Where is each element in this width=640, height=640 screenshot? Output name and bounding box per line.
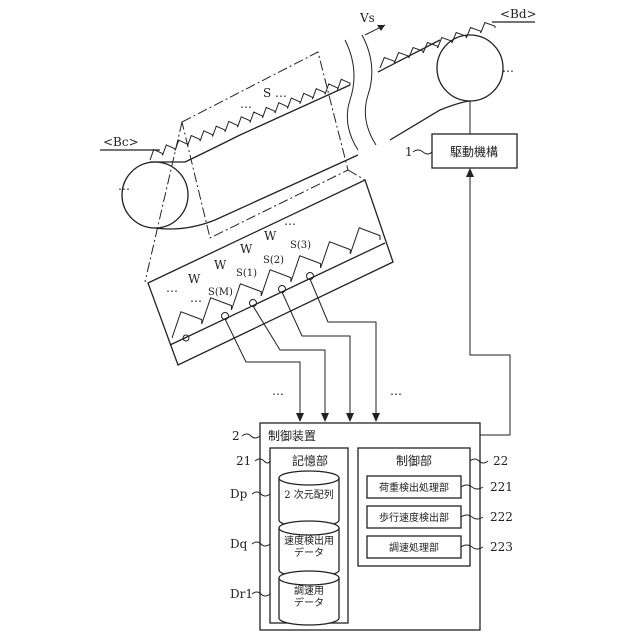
control-item-label: 歩行速度検出部 xyxy=(379,511,449,524)
control-item-label: 荷重検出処理部 xyxy=(379,481,449,494)
signal-arrow-4 xyxy=(372,413,380,422)
storage-label: 記憶部 xyxy=(292,453,328,468)
drive-label: 駆動機構 xyxy=(450,144,498,159)
control-items: 荷重検出処理部 221 歩行速度検出部 222 調速処理部 223 xyxy=(367,476,513,558)
enlarged-view: S(M) S(1) S(2) S(3) W W W W … … … … … xyxy=(148,180,402,398)
load-label-1: W xyxy=(188,272,201,286)
ellipsis-enlarged-mid: … xyxy=(190,291,202,305)
cylinder-top xyxy=(279,471,339,485)
cylinder-top xyxy=(279,521,339,535)
control-label: 制御部 xyxy=(396,453,432,468)
control-item-ref: 222 xyxy=(490,510,513,524)
magnification-lead-right xyxy=(348,170,365,180)
step-label-s2: S(2) xyxy=(263,255,284,266)
drive-ref: 1 xyxy=(405,145,413,159)
controller-ref: 2 xyxy=(232,429,240,443)
cylinder-label: 2 次元配列 xyxy=(284,488,334,501)
step-label-top: S xyxy=(263,86,271,100)
step-label-s1: S(1) xyxy=(236,268,257,279)
signal-line-s1 xyxy=(253,306,325,420)
step-teeth-lower xyxy=(150,79,350,160)
step-label-s3: S(3) xyxy=(290,240,311,251)
control-item-ref: 221 xyxy=(490,480,513,494)
break-mark-right xyxy=(362,35,376,145)
load-label-2: W xyxy=(214,258,227,272)
step-label-sm: S(M) xyxy=(208,287,233,298)
ellipsis-enlarged-left: … xyxy=(166,281,178,295)
cylinder-label: データ xyxy=(294,546,324,559)
storage-ref: 21 xyxy=(236,454,251,468)
cylinder-ref: Dr1 xyxy=(230,587,253,601)
upper-landing-label: <Bd> xyxy=(500,7,537,21)
drive-arrow xyxy=(466,168,474,177)
signal-arrow-3 xyxy=(346,413,354,422)
storage-cylinders: 2 次元配列Dp速度検出用データDq調速用データDr1 xyxy=(230,471,339,625)
control-to-drive-line xyxy=(470,170,510,435)
cylinder-ref: Dp xyxy=(230,487,248,501)
control-ref: 22 xyxy=(493,454,508,468)
control-item-label: 調速処理部 xyxy=(389,541,439,554)
truss-bottom-left xyxy=(155,155,358,229)
ellipsis-steps-2: … xyxy=(275,86,287,100)
cylinder-ref: Dq xyxy=(230,537,248,551)
cylinder-top xyxy=(279,571,339,585)
magnification-frame xyxy=(182,52,348,238)
drive-ref-leader xyxy=(413,150,432,154)
signal-arrow-1 xyxy=(296,413,304,422)
signal-arrow-2 xyxy=(321,413,329,422)
load-label-4: W xyxy=(264,229,277,243)
ellipsis-signals-right: … xyxy=(390,384,402,398)
ellipsis-lower: … xyxy=(118,179,130,193)
controller: 制御装置 2 記憶部 21 2 次元配列Dp速度検出用データDq調速用データDr… xyxy=(230,423,513,630)
signal-line-sm xyxy=(225,319,300,420)
steps-lower xyxy=(150,79,350,160)
control-item-ref: 223 xyxy=(490,540,513,554)
cylinder-label: 調速用 xyxy=(294,584,324,597)
ellipsis-enlarged-right: … xyxy=(284,214,296,228)
drive-mechanism: 駆動機構 1 xyxy=(405,134,517,168)
ellipsis-upper: … xyxy=(502,61,514,75)
lower-sprocket xyxy=(122,162,188,228)
controller-ref-leader xyxy=(242,434,260,438)
load-label-3: W xyxy=(240,242,253,256)
lower-landing-label: <Bc> xyxy=(103,135,139,149)
signal-line-s2 xyxy=(282,292,350,420)
upper-sprocket xyxy=(437,35,503,101)
cylinder-label: 速度検出用 xyxy=(284,534,334,547)
ellipsis-steps: … xyxy=(240,97,252,111)
speed-label: Vs xyxy=(359,11,375,25)
break-mark-left xyxy=(345,40,358,150)
magnification-lead-left xyxy=(145,122,182,282)
cylinder-label: データ xyxy=(294,596,324,609)
ellipsis-signals: … xyxy=(272,384,284,398)
controller-label: 制御装置 xyxy=(268,428,316,443)
